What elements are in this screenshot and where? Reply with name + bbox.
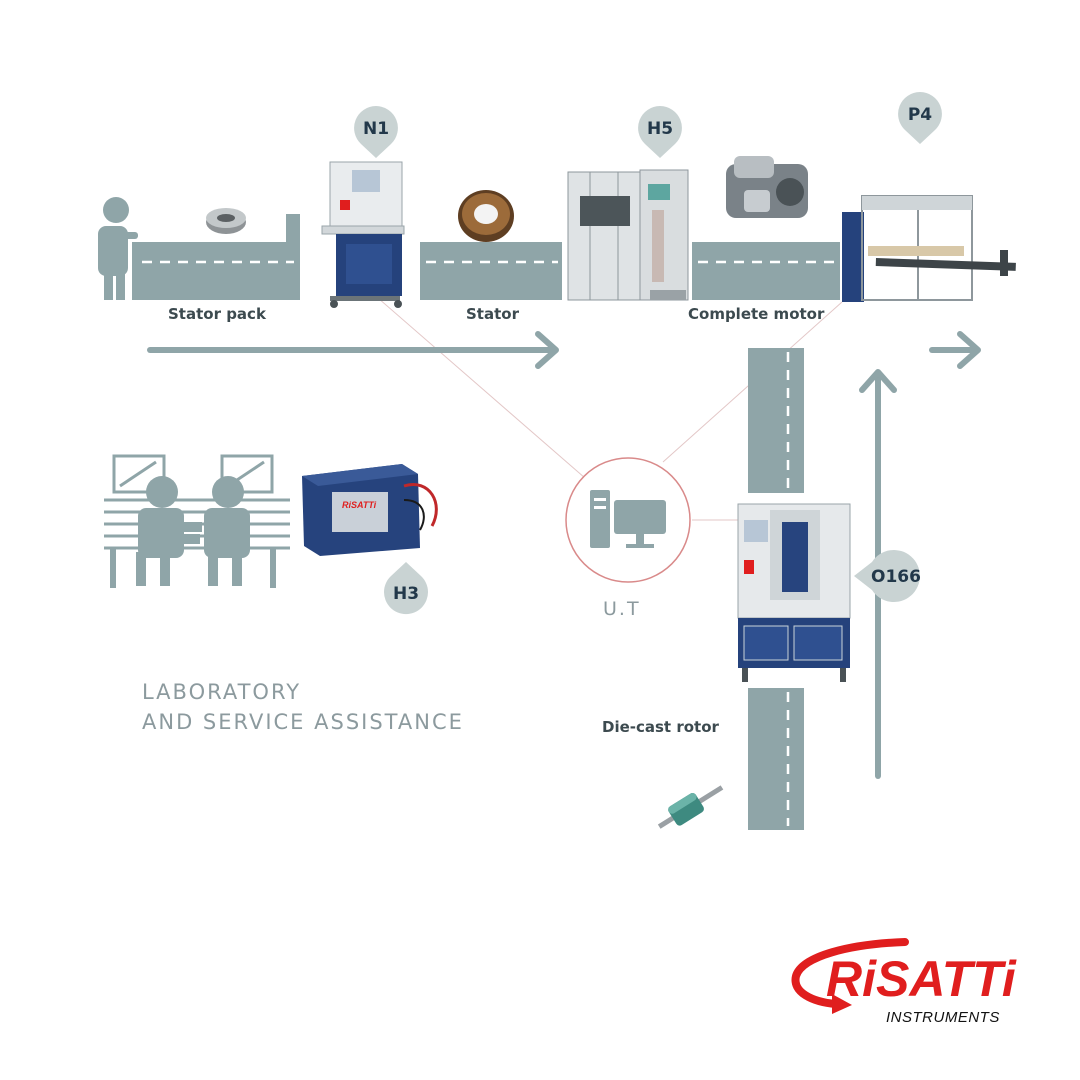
- pin-o166: O166: [854, 550, 921, 602]
- pin-h5-label: H5: [647, 119, 673, 139]
- h3-instrument: RiSATTi: [302, 464, 438, 556]
- risatti-logo: RiSATTi: [791, 938, 1017, 1014]
- o166-machine: [737, 503, 851, 682]
- conveyor-vertical-lower: [748, 688, 804, 830]
- complete-motor-icon: [726, 156, 808, 218]
- pin-n1-label: N1: [363, 119, 389, 139]
- svg-text:RiSATTi: RiSATTi: [342, 500, 377, 510]
- pin-p4: P4: [898, 92, 942, 144]
- flow-arrow-main: [147, 331, 559, 369]
- h5-machine: [567, 169, 689, 301]
- laboratory-people-icon: [110, 476, 276, 588]
- ut-computer-icon: [565, 457, 691, 583]
- laboratory-title-line1: LABORATORY: [142, 680, 302, 704]
- label-ut: U.T: [603, 598, 641, 620]
- operator-icon: [98, 197, 138, 300]
- label-stator: Stator: [466, 305, 519, 323]
- pin-n1: N1: [354, 106, 398, 158]
- pin-h5: H5: [638, 106, 682, 158]
- stator-icon: [458, 190, 514, 242]
- n1-machine: [321, 161, 405, 308]
- conveyor-complete-motor: [692, 242, 840, 300]
- logo-subtitle: INSTRUMENTS: [886, 1009, 1000, 1026]
- pin-h3-label: H3: [393, 584, 419, 604]
- label-die-cast-rotor: Die-cast rotor: [602, 718, 719, 736]
- pin-o166-label: O166: [871, 567, 921, 587]
- die-cast-rotor-icon: [657, 785, 724, 829]
- label-complete-motor: Complete motor: [688, 305, 825, 323]
- label-stator-pack: Stator pack: [168, 305, 266, 323]
- logo-wordmark: RiSATTi: [826, 951, 1017, 1007]
- conveyor-stator: [420, 242, 562, 300]
- p4-machine: [842, 195, 1016, 302]
- pin-h3: H3: [384, 562, 428, 615]
- pin-p4-label: P4: [908, 105, 932, 125]
- conveyor-vertical-upper: [748, 348, 804, 493]
- stator-pack-icon: [206, 208, 246, 234]
- conveyor-stator-pack: [132, 214, 300, 300]
- flow-arrow-exit: [929, 331, 981, 369]
- laboratory-title-line2: AND SERVICE ASSISTANCE: [142, 710, 464, 734]
